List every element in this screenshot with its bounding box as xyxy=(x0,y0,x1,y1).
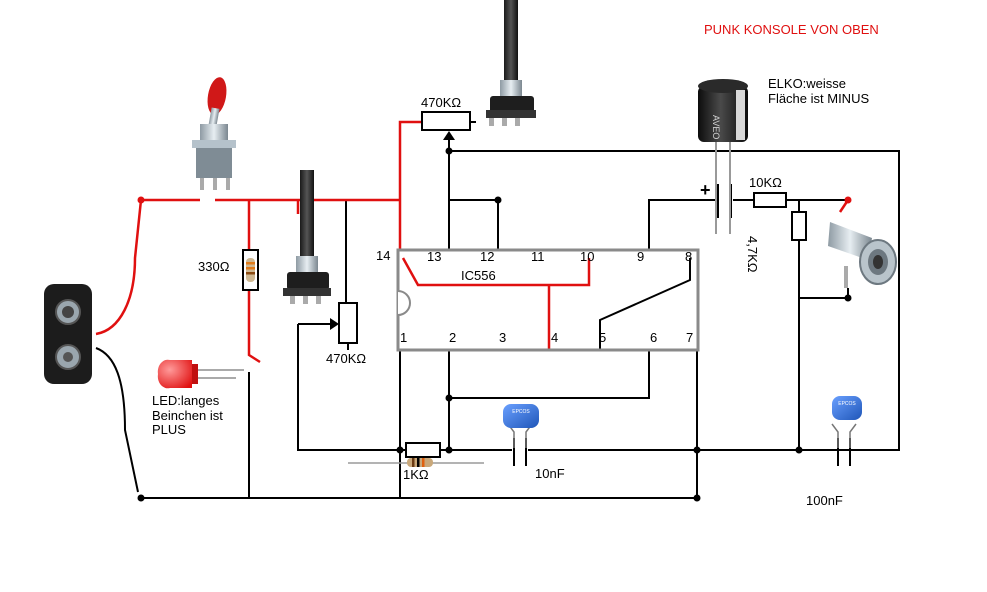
power-wires xyxy=(95,120,850,364)
resistor-1k xyxy=(405,442,441,458)
junction-dots xyxy=(137,147,852,502)
label-r330: 330Ω xyxy=(198,259,230,274)
label-r10k: 10KΩ xyxy=(749,175,782,190)
ic-internal-8-5 xyxy=(599,258,691,350)
label-r1k: 1KΩ xyxy=(403,467,429,482)
potentiometer-top xyxy=(486,0,536,126)
elko-capacitor: AVEO xyxy=(698,79,748,234)
plus-sign: + xyxy=(700,180,711,200)
pin-8: 8 xyxy=(685,249,693,264)
potentiometer-left xyxy=(283,170,331,304)
label-led-line2: Beinchen ist xyxy=(152,408,223,423)
capacitor-10nf-symbol xyxy=(513,438,527,466)
pin-10: 10 xyxy=(580,249,595,264)
wiper-arrow-top xyxy=(443,131,455,140)
battery-clip xyxy=(44,284,92,384)
ic-internal-red xyxy=(401,257,591,287)
pin-14: 14 xyxy=(376,248,391,263)
pin-1: 1 xyxy=(400,330,408,345)
label-elko-line1: ELKO:weisse xyxy=(768,76,847,91)
wire-pin9-elko xyxy=(648,199,717,250)
wire-pin6 xyxy=(449,350,650,399)
label-elko-line2: Fläche ist MINUS xyxy=(768,91,870,106)
wiper-arrow-left xyxy=(330,318,339,330)
resistor-1k-graphic xyxy=(348,458,484,467)
pin-3: 3 xyxy=(499,330,507,345)
battery-neg-lead xyxy=(95,347,139,493)
ic-name: IC556 xyxy=(461,268,496,283)
svg-text:AVEO: AVEO xyxy=(711,115,721,139)
label-pot-top: 470KΩ xyxy=(421,95,462,110)
label-c100n: 100nF xyxy=(806,493,843,508)
ceramic-cap-10nf: EPCOS xyxy=(503,404,539,448)
capacitor-100nf-symbol xyxy=(837,438,851,466)
svg-text:EPCOS: EPCOS xyxy=(512,409,530,415)
resistor-10k xyxy=(753,192,787,208)
wire-vcc-pin14 xyxy=(398,120,422,250)
toggle-switch xyxy=(192,77,236,190)
label-c10n: 10nF xyxy=(535,466,565,481)
label-led-line3: PLUS xyxy=(152,422,186,437)
resistor-330-graphic xyxy=(246,258,255,282)
pin-7: 7 xyxy=(686,330,694,345)
junction-red-left xyxy=(137,196,145,204)
pin-13: 13 xyxy=(427,249,442,264)
ic556-chip xyxy=(396,248,700,352)
diagram-title: PUNK KONSOLE VON OBEN xyxy=(704,22,879,37)
pin-9: 9 xyxy=(637,249,645,264)
led xyxy=(157,359,244,389)
audio-jack xyxy=(828,222,897,288)
pin-4: 4 xyxy=(551,330,559,345)
pin-2: 2 xyxy=(449,330,457,345)
ceramic-cap-100nf: EPCOS xyxy=(831,396,862,448)
battery-pos-lead xyxy=(95,199,143,336)
pin-12: 12 xyxy=(480,249,495,264)
pin-5: 5 xyxy=(599,330,607,345)
label-pot-left: 470KΩ xyxy=(326,351,367,366)
wire-330-led xyxy=(247,290,261,364)
label-r47k: 4,7KΩ xyxy=(745,236,760,273)
pin-6: 6 xyxy=(650,330,658,345)
resistor-47k xyxy=(791,211,807,241)
svg-text:EPCOS: EPCOS xyxy=(838,401,856,407)
wire-pot-wiper xyxy=(297,324,405,451)
resistor-470k-top xyxy=(421,111,471,131)
wire-13-12 xyxy=(449,199,499,250)
ic-notch xyxy=(397,290,411,316)
label-led-line1: LED:langes xyxy=(152,393,220,408)
junction-red-jack xyxy=(844,196,852,204)
pin-11: 11 xyxy=(531,249,545,264)
resistor-470k-left xyxy=(338,302,358,344)
